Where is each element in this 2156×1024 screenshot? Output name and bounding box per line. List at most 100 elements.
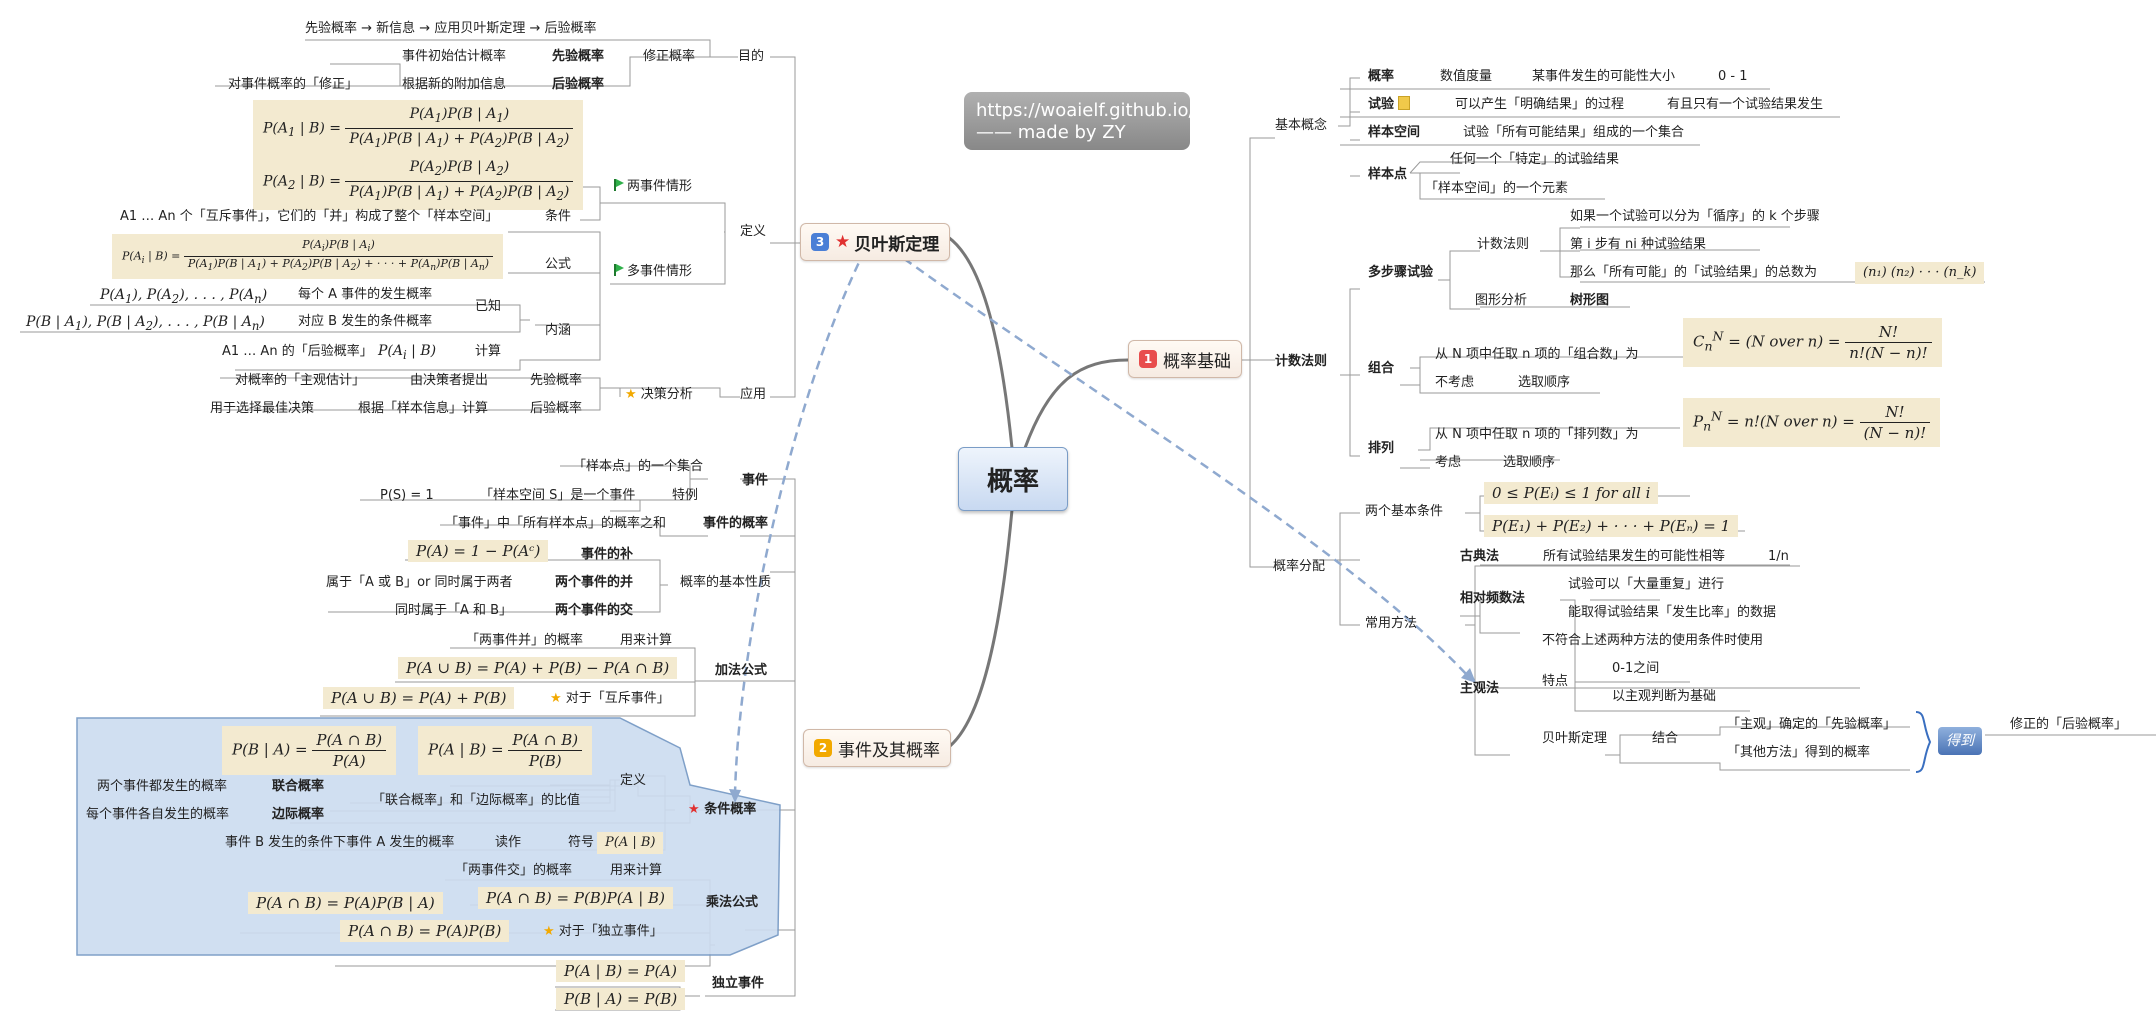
- decision-1b: 由决策者提出: [410, 373, 489, 388]
- sample-space-label[interactable]: 样本空间: [1368, 125, 1421, 140]
- prob-desc: 某事件发生的可能性大小: [1532, 69, 1676, 84]
- branch-number-3: 3: [811, 233, 829, 251]
- event-desc: 「样本点」的一个集合: [573, 459, 704, 474]
- event-label[interactable]: 事件: [742, 473, 769, 488]
- multistep-label[interactable]: 多步骤试验: [1368, 265, 1434, 280]
- subjective-label[interactable]: 主观法: [1460, 681, 1500, 696]
- tree-label: 树形图: [1570, 293, 1610, 308]
- star-icon: ★: [625, 387, 641, 402]
- content-label[interactable]: 内涵: [545, 323, 572, 338]
- bayes-pipeline: 先验概率 → 新信息 → 应用贝叶斯定理 → 后验概率: [305, 21, 597, 36]
- bayes-method-label[interactable]: 贝叶斯定理: [1542, 731, 1608, 746]
- combo-order: 选取顺序: [1518, 375, 1571, 390]
- union-desc: 属于「A 或 B」or 同时属于两者: [326, 575, 513, 590]
- graph-label[interactable]: 图形分析: [1475, 293, 1528, 308]
- cond-formula-1: P(B | A) = P(A ∩ B)P(A): [222, 726, 397, 775]
- prob-measure: 数值度量: [1440, 69, 1493, 84]
- indep-formula-1: P(A | B) = P(A): [556, 960, 685, 982]
- add-formula-exclusive: P(A ∪ B) = P(A) + P(B): [323, 687, 515, 709]
- two-event-case[interactable]: 两事件情形: [614, 178, 692, 196]
- combo-formula: CnN = (N over n) = N!n!(N − n)!: [1683, 318, 1942, 367]
- multi-event-case[interactable]: 多事件情形: [614, 263, 692, 281]
- add-rule-label[interactable]: 加法公式: [715, 663, 768, 678]
- multi-event-formula: P(Ai | B) = P(Ai)P(B | Ai)P(A1)P(B | A1)…: [112, 234, 504, 280]
- prior-desc: 事件初始估计概率: [402, 49, 507, 64]
- perm-desc: 从 N 项中任取 n 项的「排列数」为: [1435, 427, 1639, 442]
- mult-formula-3: P(A ∩ B) = P(A)P(B): [340, 920, 510, 942]
- event-prob-label[interactable]: 事件的概率: [703, 516, 769, 531]
- posterior-result: 修正的「后验概率」: [2010, 717, 2128, 732]
- multistep-1: 如果一个试验可以分为「循序」的 k 个步骤: [1570, 209, 1820, 224]
- prob-label[interactable]: 概率: [1368, 69, 1395, 84]
- two-event-formula-1: P(A1 | B) = P(A1)P(B | A1)P(A1)P(B | A1)…: [253, 100, 584, 157]
- correction-label[interactable]: 修正概率: [643, 49, 696, 64]
- sample-point-2: 「样本空间」的一个元素: [1425, 181, 1569, 196]
- decision-analysis[interactable]: ★ 决策分析: [625, 387, 693, 402]
- mult-rule-label[interactable]: 乘法公式: [706, 895, 759, 910]
- branch-events-probability[interactable]: 2 事件及其概率: [803, 729, 951, 767]
- sample-point-label[interactable]: 样本点: [1368, 167, 1408, 182]
- application-label[interactable]: 应用: [740, 387, 767, 402]
- branch-probability-basics[interactable]: 1 概率基础: [1128, 340, 1242, 378]
- cond-formula-2: P(A | B) = P(A ∩ B)P(B): [418, 726, 593, 775]
- intersection-desc: 同时属于「A 和 B」: [395, 603, 513, 618]
- count-rule-label[interactable]: 计数法则: [1477, 237, 1530, 252]
- basic-props-label[interactable]: 概率的基本性质: [680, 575, 772, 590]
- independent-label[interactable]: 独立事件: [712, 976, 765, 991]
- branch-label-1: 概率基础: [1163, 351, 1231, 372]
- event-special: 「样本空间 S」是一个事件: [480, 488, 636, 503]
- combo-desc: 从 N 项中任取 n 项的「组合数」为: [1435, 347, 1639, 362]
- branch-label-3: 贝叶斯定理: [854, 234, 940, 255]
- ps-formula: P(S) = 1: [380, 488, 434, 503]
- feature-label[interactable]: 特点: [1542, 674, 1569, 689]
- add-use: 「两事件并」的概率: [466, 633, 584, 648]
- branch-bayes-theorem[interactable]: 3 ★ 贝叶斯定理: [800, 223, 951, 261]
- decision-2c: 后验概率: [530, 401, 583, 416]
- two-basic-label[interactable]: 两个基本条件: [1365, 504, 1444, 519]
- red-star-icon: ★: [688, 802, 705, 817]
- central-topic[interactable]: 概率: [958, 447, 1068, 511]
- known-label[interactable]: 已知: [475, 299, 502, 314]
- joint-label: 联合概率: [272, 779, 325, 794]
- add-formula: P(A ∪ B) = P(A) + P(B) − P(A ∩ B): [398, 657, 678, 679]
- calc-label[interactable]: 计算: [475, 344, 502, 359]
- counting-label[interactable]: 计数法则: [1275, 354, 1328, 369]
- subjective-desc: 不符合上述两种方法的使用条件时使用: [1542, 633, 1764, 648]
- star-icon: ★: [550, 691, 566, 706]
- combo-label[interactable]: 组合: [1368, 361, 1395, 376]
- curve-to-basics: [1023, 358, 1129, 449]
- author-badge: https://woaielf.github.io/ —— made by ZY: [964, 92, 1195, 150]
- cond-definition[interactable]: 定义: [620, 773, 647, 788]
- decision-1c: 先验概率: [530, 373, 583, 388]
- combo-not: 不考虑: [1435, 375, 1475, 390]
- definition-label[interactable]: 定义: [740, 224, 767, 239]
- dashed-arrow-subjective: [891, 248, 1469, 677]
- classic-desc: 所有试验结果发生的可能性相等: [1543, 549, 1726, 564]
- common-methods-label[interactable]: 常用方法: [1365, 616, 1418, 631]
- trial-label[interactable]: 试验: [1368, 96, 1411, 114]
- feature-2: 以主观判断为基础: [1612, 689, 1717, 704]
- conditional-prob-label[interactable]: ★ 条件概率: [688, 802, 757, 817]
- complement-formula: P(A) = 1 − P(Aᶜ): [408, 540, 549, 562]
- cond2-formula: P(E₁) + P(E₂) + · · · + P(Eₙ) = 1: [1484, 515, 1739, 537]
- perm-label[interactable]: 排列: [1368, 441, 1395, 456]
- note-icon: [1398, 96, 1411, 110]
- sample-point-1: 任何一个「特定」的试验结果: [1450, 152, 1620, 167]
- relfreq-label[interactable]: 相对频数法: [1460, 591, 1526, 606]
- classic-label[interactable]: 古典法: [1460, 549, 1500, 564]
- purpose-label[interactable]: 目的: [738, 49, 765, 64]
- perm-formula: PnN = n!(N over n) = N!(N − n)!: [1683, 398, 1941, 447]
- cond1-formula: 0 ≤ P(Eᵢ) ≤ 1 for all i: [1484, 482, 1659, 504]
- basic-concept-label[interactable]: 基本概念: [1275, 118, 1328, 133]
- curve-to-bayes: [947, 235, 1014, 449]
- known-formula-2: P(B | A1), P(B | A2), . . . , P(B | An): [26, 314, 265, 333]
- marginal-label: 边际概率: [272, 807, 325, 822]
- perm-order: 选取顺序: [1503, 455, 1556, 470]
- badge-url: https://woaielf.github.io/: [976, 100, 1195, 121]
- multistep-2: 第 i 步有 ni 种试验结果: [1570, 237, 1706, 252]
- known-formula-1: P(A1), P(A2), . . . , P(An): [100, 287, 268, 306]
- curve-to-events: [949, 509, 1014, 748]
- assign-label[interactable]: 概率分配: [1273, 559, 1326, 574]
- prior-label: 先验概率: [552, 49, 605, 64]
